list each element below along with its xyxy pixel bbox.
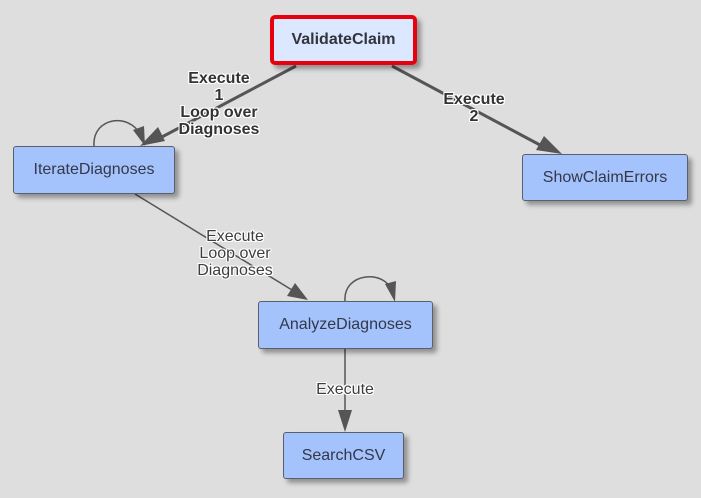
edge-label-line: Diagnoses bbox=[197, 262, 273, 279]
arrowhead-icon bbox=[287, 283, 308, 300]
arrowhead-icon bbox=[536, 136, 562, 154]
node-iterate-diagnoses[interactable]: IterateDiagnoses bbox=[13, 146, 175, 194]
node-label: AnalyzeDiagnoses bbox=[279, 316, 412, 333]
edge-label-validate-to-showerrors: Execute 2 bbox=[443, 91, 504, 125]
edge-analyze-to-search[interactable] bbox=[338, 349, 352, 432]
self-loop-iterate[interactable] bbox=[93, 119, 145, 147]
edge-label-line: Loop over bbox=[180, 104, 258, 121]
edge-label-iterate-to-analyze: Execute Loop over Diagnoses bbox=[197, 228, 273, 279]
edge-label-line: Execute bbox=[316, 381, 374, 398]
edge-validate-to-showerrors[interactable] bbox=[391, 64, 562, 154]
edge-label-line: Execute bbox=[206, 228, 264, 245]
edge-label-line: Loop over bbox=[199, 245, 271, 262]
arrowhead-icon bbox=[133, 126, 145, 146]
arrowhead-icon bbox=[385, 281, 396, 302]
edge-label-line: Execute bbox=[188, 70, 250, 87]
node-label: IterateDiagnoses bbox=[33, 161, 155, 178]
node-validate-claim[interactable]: ValidateClaim bbox=[270, 15, 417, 65]
node-label: SearchCSV bbox=[301, 446, 386, 464]
node-label: ValidateClaim bbox=[291, 31, 396, 48]
node-search-csv[interactable]: SearchCSV bbox=[283, 432, 404, 479]
edge-label-line: 1 bbox=[214, 87, 224, 104]
self-loop-analyze[interactable] bbox=[344, 276, 396, 302]
node-analyze-diagnoses[interactable]: AnalyzeDiagnoses bbox=[258, 301, 433, 349]
edge-label-line: Diagnoses bbox=[178, 121, 260, 138]
edge-validate-to-iterate[interactable] bbox=[140, 64, 297, 146]
edge-iterate-to-analyze[interactable] bbox=[134, 193, 308, 300]
node-label: ShowClaimErrors bbox=[542, 168, 668, 186]
node-show-claim-errors[interactable]: ShowClaimErrors bbox=[522, 154, 688, 201]
edge-label-validate-to-iterate: Execute 1 Loop over Diagnoses bbox=[179, 70, 260, 138]
arrowhead-icon bbox=[140, 127, 165, 146]
arrowhead-icon bbox=[338, 410, 352, 432]
edge-label-analyze-to-search: Execute bbox=[316, 381, 374, 398]
edge-label-line: Execute bbox=[443, 91, 505, 108]
edge-label-line: 2 bbox=[469, 108, 479, 125]
